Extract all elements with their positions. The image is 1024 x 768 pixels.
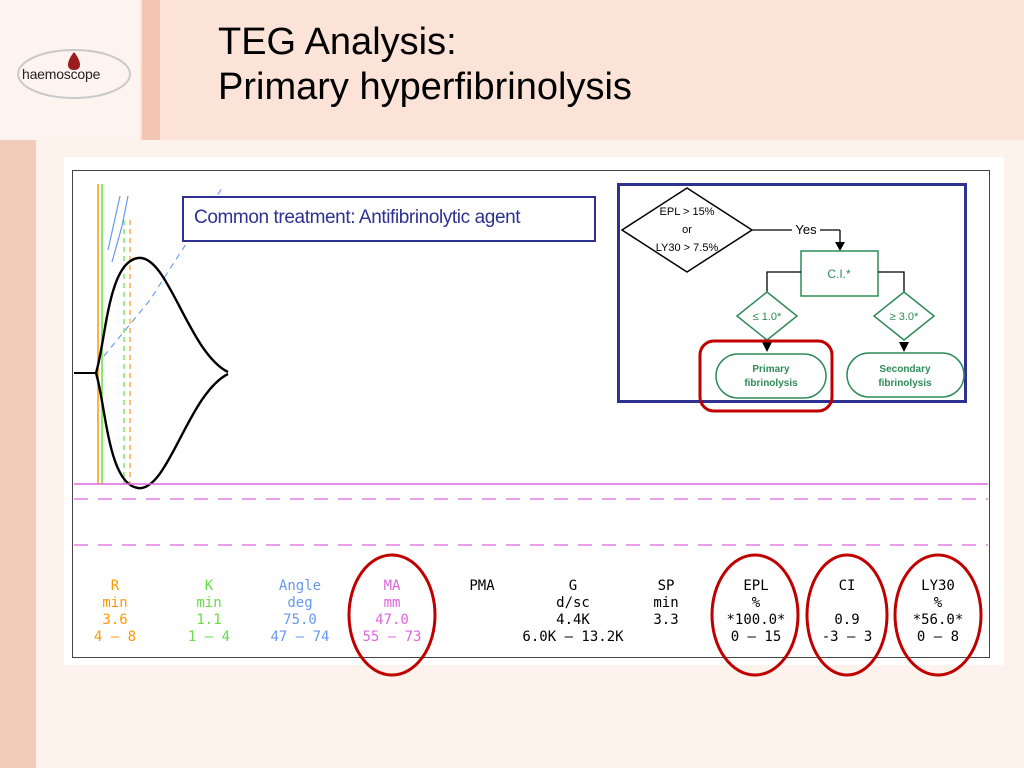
stat-ly30-range: 0 — 8 (916, 629, 960, 645)
low-ci-diamond (735, 291, 799, 341)
stat-g-range: 6.0K — 13.2K (522, 629, 624, 645)
stat-epl-value: *100.0* (726, 612, 786, 628)
title-line-2: Primary hyperfibrinolysis (218, 66, 632, 108)
ma-highlight-circle (347, 553, 437, 677)
stat-ma-range: 55 — 73 (362, 629, 422, 645)
stat-k-value: 1.1 (196, 612, 222, 628)
ci-box (800, 250, 879, 297)
angle-dashed-line (103, 187, 223, 357)
angle-line (107, 195, 121, 251)
stat-pma-name: PMA (469, 578, 495, 594)
slide-title: TEG Analysis: Primary hyperfibrinolysis (218, 20, 632, 110)
stat-ci-name: CI (838, 578, 856, 594)
stat-angle-range: 47 — 74 (270, 629, 330, 645)
yes-label-bg (792, 222, 820, 238)
ci-highlight-circle (805, 553, 889, 677)
stat-r: R min 3.6 4 — 8 (84, 578, 146, 646)
stat-g-value: 4.4K (556, 612, 590, 628)
stat-ma-unit: mm (383, 595, 401, 611)
right-branch (878, 271, 905, 292)
stat-sp-name: SP (657, 578, 675, 594)
stat-ly30: LY30 % *56.0* 0 — 8 (900, 578, 976, 646)
tracing-upper (94, 256, 229, 374)
angle-line-2 (111, 195, 129, 263)
high-ci-diamond (872, 291, 936, 341)
logo-area (0, 0, 140, 140)
stat-sp-value: 3.3 (653, 612, 679, 628)
left-branch (766, 271, 801, 292)
stat-g-name: G (568, 578, 578, 594)
stat-angle-name: Angle (278, 578, 322, 594)
stat-g-unit: d/sc (556, 595, 590, 611)
decision-line-3: LY30 > 7.5% (656, 242, 719, 254)
stat-epl-range: 0 — 15 (730, 629, 782, 645)
stat-angle-value: 75.0 (283, 612, 317, 628)
title-line-1: TEG Analysis: (218, 21, 457, 63)
stat-k-unit: min (196, 595, 222, 611)
header-divider (142, 0, 160, 140)
ly30-highlight-circle (893, 553, 983, 677)
decision-line-1: EPL > 15% (660, 206, 715, 218)
stat-sp-unit: min (653, 595, 679, 611)
stat-ci-value: 0.9 (834, 612, 860, 628)
stat-k: K min 1.1 1 — 4 (178, 578, 240, 646)
stat-ma-name: MA (383, 578, 401, 594)
primary-line-2: fibrinolysis (744, 378, 798, 389)
header-divider-light (160, 0, 168, 140)
epl-highlight-circle (710, 553, 800, 677)
primary-line-1: Primary (752, 364, 790, 375)
logo-text: haemoscope (22, 66, 101, 82)
stat-epl-unit: % (751, 595, 761, 611)
stat-ly30-unit: % (933, 595, 943, 611)
stat-epl: EPL % *100.0* 0 — 15 (716, 578, 796, 646)
stat-r-value: 3.6 (102, 612, 128, 628)
stat-ly30-name: LY30 (921, 578, 955, 594)
yes-label: Yes (795, 222, 817, 237)
stat-angle-unit: deg (287, 595, 313, 611)
low-ci-label: ≤ 1.0* (753, 311, 782, 323)
stat-ci-range: -3 — 3 (821, 629, 873, 645)
stat-sp: SP min 3.3 (636, 578, 696, 629)
stat-k-range: 1 — 4 (187, 629, 231, 645)
stat-angle: Angle deg 75.0 47 — 74 (260, 578, 340, 646)
stat-ci: CI 0.9 -3 — 3 (812, 578, 882, 646)
high-ci-label: ≥ 3.0* (890, 311, 919, 323)
teg-plot-frame (72, 170, 990, 658)
stat-ly30-value: *56.0* (912, 612, 964, 628)
stat-pma: PMA (452, 578, 512, 595)
stat-ma-value: 47.0 (375, 612, 409, 628)
ci-label: C.I.* (827, 267, 851, 281)
stat-k-name: K (204, 578, 214, 594)
secondary-outcome (846, 352, 965, 398)
stat-r-range: 4 — 8 (93, 629, 137, 645)
primary-highlight (698, 339, 834, 413)
primary-outcome (715, 353, 827, 399)
stat-epl-name: EPL (743, 578, 769, 594)
high-arrow-head (899, 342, 909, 352)
secondary-line-2: fibrinolysis (878, 378, 932, 389)
decision-line-2: or (682, 224, 692, 236)
header-band (0, 0, 1024, 140)
treatment-box: Common treatment: Antifibrinolytic agent (182, 196, 596, 242)
logo-drop-icon (68, 52, 80, 70)
stat-r-name: R (110, 578, 120, 594)
yes-arrow-head (835, 242, 845, 251)
secondary-line-1: Secondary (879, 364, 931, 375)
stat-g: G d/sc 4.4K 6.0K — 13.2K (510, 578, 636, 646)
tracing-lower (94, 372, 229, 490)
logo-swoosh (17, 49, 131, 99)
stat-r-unit: min (102, 595, 128, 611)
haemoscope-logo (17, 49, 131, 99)
side-bar (0, 140, 36, 768)
stat-ma: MA mm 47.0 55 — 73 (352, 578, 432, 646)
low-arrow-head (762, 342, 772, 352)
